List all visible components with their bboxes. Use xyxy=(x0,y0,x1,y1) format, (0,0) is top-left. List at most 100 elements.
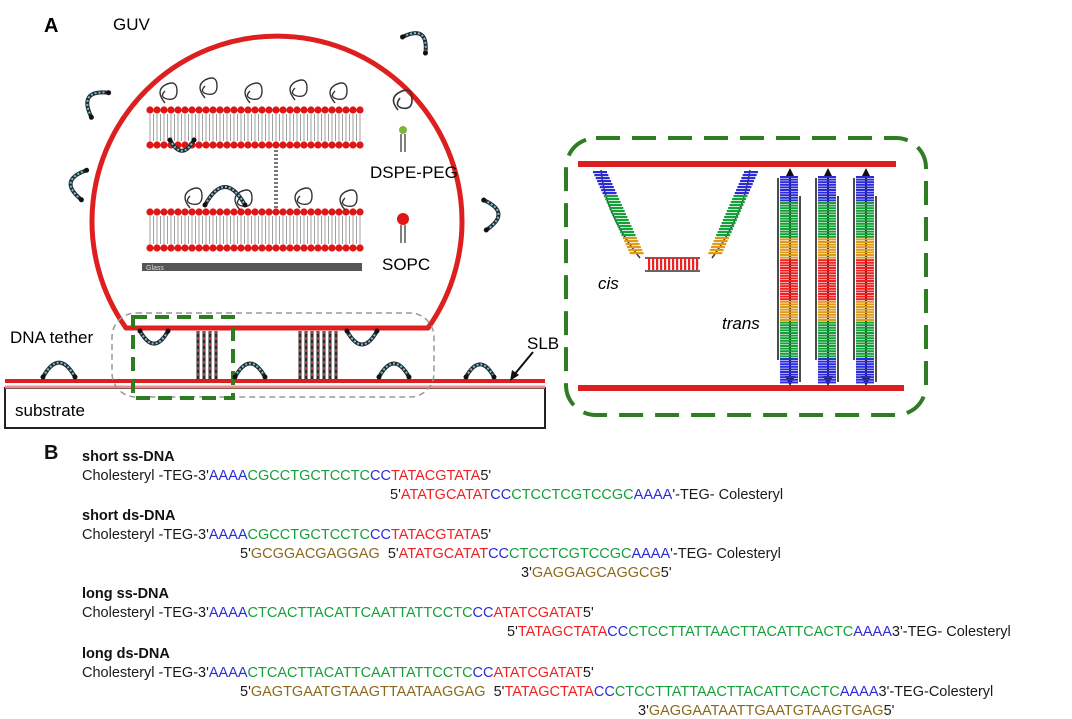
lipid-head xyxy=(174,208,182,216)
sequence-line: 5'GAGTGAATGTAAGTTAATAAGGAG 5'TATAGCTATAC… xyxy=(240,684,993,700)
lipid-head xyxy=(258,244,266,252)
lipid-head xyxy=(195,244,203,252)
base-pair xyxy=(780,306,798,308)
base-pair xyxy=(856,326,874,329)
base-pair xyxy=(780,303,798,306)
lipid-head xyxy=(160,141,168,149)
lipid-head xyxy=(349,141,357,149)
base-pair xyxy=(741,177,756,180)
lipid-head xyxy=(146,141,154,149)
base-pair xyxy=(856,212,874,215)
lipid-head xyxy=(251,141,259,149)
lipid-head xyxy=(272,106,280,114)
sequence-section-title: long ss-DNA xyxy=(82,586,169,602)
cis-dna-construct xyxy=(593,169,758,272)
sequence-segment: ATATGCATAT xyxy=(400,487,491,503)
lipid-head xyxy=(230,106,238,114)
dna-tether-arches xyxy=(40,31,501,380)
base-pair xyxy=(593,171,607,174)
base-pair xyxy=(696,258,699,270)
dna-arch xyxy=(232,361,268,380)
sequence-segment: 3'-TEG- Colesteryl xyxy=(891,624,1011,640)
base-pair xyxy=(780,345,798,347)
lipid-head xyxy=(265,141,273,149)
base-pair xyxy=(818,196,836,199)
base-pair xyxy=(692,258,695,270)
lipid-head xyxy=(307,208,315,216)
sequence-segment: 5' xyxy=(240,546,251,562)
lipid-head xyxy=(216,208,224,216)
base-pair xyxy=(856,235,874,238)
sequence-segment: AAAA xyxy=(208,665,248,681)
base-pair xyxy=(818,264,836,267)
base-pair xyxy=(818,337,836,340)
base-pair xyxy=(856,238,874,241)
sequence-segment: AAAA xyxy=(633,487,673,503)
base-pair xyxy=(818,339,836,342)
base-pair xyxy=(818,269,836,272)
base-pair xyxy=(856,334,874,337)
sequence-segment: GCGGACGAGGAG xyxy=(250,546,380,562)
sequence-segment: GAGGAGCAGGCG xyxy=(531,565,661,581)
lipid-head xyxy=(279,244,287,252)
base-pair xyxy=(726,210,741,213)
base-pair xyxy=(780,321,798,324)
lipid-head xyxy=(293,141,301,149)
base-pair xyxy=(818,183,836,186)
sequence-line: Cholesteryl -TEG-3'AAAACGCCTGCTCCTCCCTAT… xyxy=(82,468,491,484)
lipid-head xyxy=(167,208,175,216)
sequence-segment: GAGGAATAATTGAATGTAAGTGAG xyxy=(648,703,884,719)
sequence-segment: CTCCTTATTAACTTACATTCACTC xyxy=(614,684,840,700)
base-pair xyxy=(818,319,836,321)
sequence-line: 5'TATAGCTATACCCTCCTTATTAACTTACATTCACTCAA… xyxy=(507,624,1011,640)
base-pair xyxy=(818,176,836,178)
base-pair xyxy=(856,196,874,199)
lipid-head xyxy=(188,244,196,252)
sequence-segment: CTCACTTACATTCAATTATTCCTC xyxy=(247,665,473,681)
sequence-segment: ATATGCATAT xyxy=(398,546,489,562)
base-pair xyxy=(818,373,836,376)
sequence-segment: 3'-TEG-Colesteryl xyxy=(878,684,994,700)
sequence-segment: 5' xyxy=(480,527,492,543)
base-pair xyxy=(720,225,735,228)
base-pair xyxy=(626,246,641,249)
lipid-head xyxy=(237,208,245,216)
panel-a-letter: A xyxy=(44,15,58,37)
lipid-head xyxy=(181,244,189,252)
base-pair xyxy=(718,228,733,231)
sequence-line: 5'ATATGCATATCCCTCCTCGTCCGCAAAA'-TEG- Col… xyxy=(390,487,783,503)
base-pair xyxy=(712,243,727,246)
sequence-segment: CC xyxy=(488,546,510,562)
base-pair xyxy=(724,216,739,219)
base-pair xyxy=(818,300,836,303)
base-pair xyxy=(818,259,836,262)
base-pair xyxy=(818,246,836,249)
sequence-segment: CTCCTCGTCCGC xyxy=(509,546,632,562)
base-pair xyxy=(818,285,836,288)
sequence-section-title: long ds-DNA xyxy=(82,646,170,662)
base-pair xyxy=(856,186,874,189)
base-pair xyxy=(601,189,616,192)
sequence-segment: 5' xyxy=(240,684,251,700)
lipid-head xyxy=(328,208,336,216)
sequence-segment: 5' xyxy=(480,468,492,484)
sequence-segment: AAAA xyxy=(853,624,892,640)
dspe-peg-label: DSPE-PEG xyxy=(370,163,458,182)
base-pair xyxy=(818,181,836,184)
base-pair xyxy=(818,378,836,381)
base-pair xyxy=(856,300,874,303)
base-pair xyxy=(818,303,836,306)
lipid-head xyxy=(286,208,294,216)
base-pair xyxy=(606,201,621,204)
base-pair xyxy=(856,298,874,301)
base-pair xyxy=(856,355,874,358)
base-pair xyxy=(818,324,836,327)
guv-membrane xyxy=(89,33,465,331)
sequence-segment: AAAA xyxy=(208,605,248,621)
lipid-head xyxy=(300,208,308,216)
dna-arch xyxy=(344,328,380,347)
base-pair xyxy=(780,230,798,233)
lipid-head xyxy=(146,106,154,114)
trans-label: trans xyxy=(722,314,760,333)
base-pair xyxy=(818,267,836,269)
